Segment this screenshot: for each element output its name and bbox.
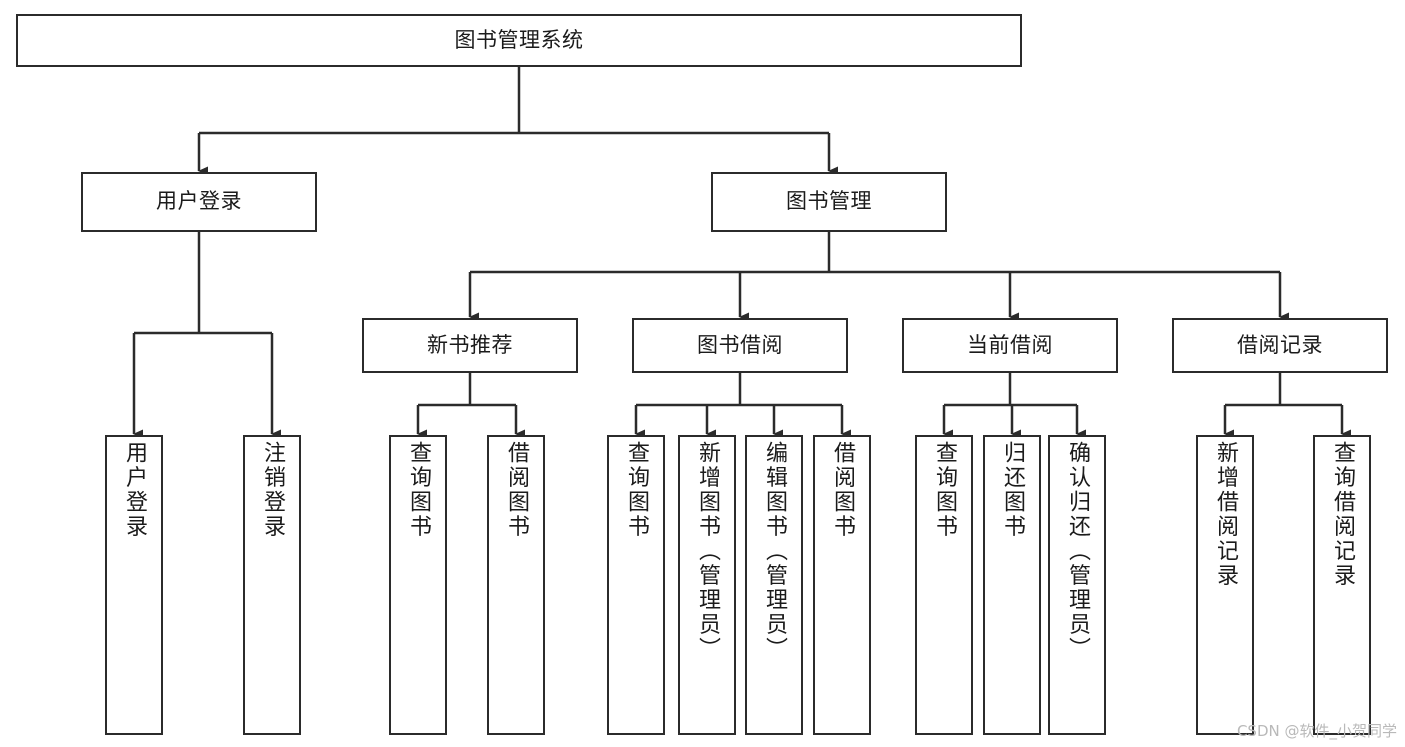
node-borrow-record[interactable]: 借阅记录 — [1172, 318, 1388, 373]
node-leaf-confirm[interactable]: 确认归还（管理员） — [1048, 435, 1106, 735]
node-label: 查询图书 — [406, 441, 431, 539]
node-label: 查询图书 — [932, 441, 957, 539]
node-label: 借阅记录 — [1237, 332, 1323, 357]
node-label: 当前借阅 — [967, 332, 1053, 357]
edges-group — [132, 67, 1351, 439]
node-label: 借阅图书 — [830, 441, 855, 539]
node-label: 图书管理系统 — [454, 27, 584, 52]
node-new-book-rec[interactable]: 新书推荐 — [362, 318, 578, 373]
node-root[interactable]: 图书管理系统 — [16, 14, 1022, 67]
node-label: 借阅图书 — [504, 441, 529, 539]
node-label: 图书借阅 — [697, 332, 783, 357]
node-leaf-query-1[interactable]: 查询图书 — [389, 435, 447, 735]
node-label: 归还图书 — [1000, 441, 1025, 539]
node-label: 新增借阅记录 — [1213, 441, 1238, 588]
node-leaf-query-2[interactable]: 查询图书 — [607, 435, 665, 735]
node-label: 编辑图书（管理员） — [762, 441, 787, 662]
node-label: 用户登录 — [156, 189, 242, 214]
node-label: 用户登录 — [122, 441, 147, 539]
node-leaf-query-3[interactable]: 查询图书 — [915, 435, 973, 735]
node-current-borrow[interactable]: 当前借阅 — [902, 318, 1118, 373]
node-leaf-add-book[interactable]: 新增图书（管理员） — [678, 435, 736, 735]
node-leaf-login[interactable]: 用户登录 — [105, 435, 163, 735]
node-leaf-edit-book[interactable]: 编辑图书（管理员） — [745, 435, 803, 735]
node-label: 查询借阅记录 — [1330, 441, 1355, 588]
node-leaf-add-rec[interactable]: 新增借阅记录 — [1196, 435, 1254, 735]
watermark: CSDN @软件_小贺同学 — [1236, 722, 1397, 740]
node-user-login[interactable]: 用户登录 — [81, 172, 317, 232]
node-book-borrow[interactable]: 图书借阅 — [632, 318, 848, 373]
node-book-manage[interactable]: 图书管理 — [711, 172, 947, 232]
node-leaf-borrow-2[interactable]: 借阅图书 — [813, 435, 871, 735]
node-label: 注销登录 — [260, 441, 285, 539]
node-label: 新增图书（管理员） — [695, 441, 720, 662]
node-label: 图书管理 — [786, 189, 872, 214]
node-label: 新书推荐 — [427, 332, 513, 357]
node-leaf-logout[interactable]: 注销登录 — [243, 435, 301, 735]
node-leaf-borrow-1[interactable]: 借阅图书 — [487, 435, 545, 735]
node-label: 确认归还（管理员） — [1065, 441, 1090, 662]
node-leaf-return[interactable]: 归还图书 — [983, 435, 1041, 735]
node-leaf-query-rec[interactable]: 查询借阅记录 — [1313, 435, 1371, 735]
node-label: 查询图书 — [624, 441, 649, 539]
